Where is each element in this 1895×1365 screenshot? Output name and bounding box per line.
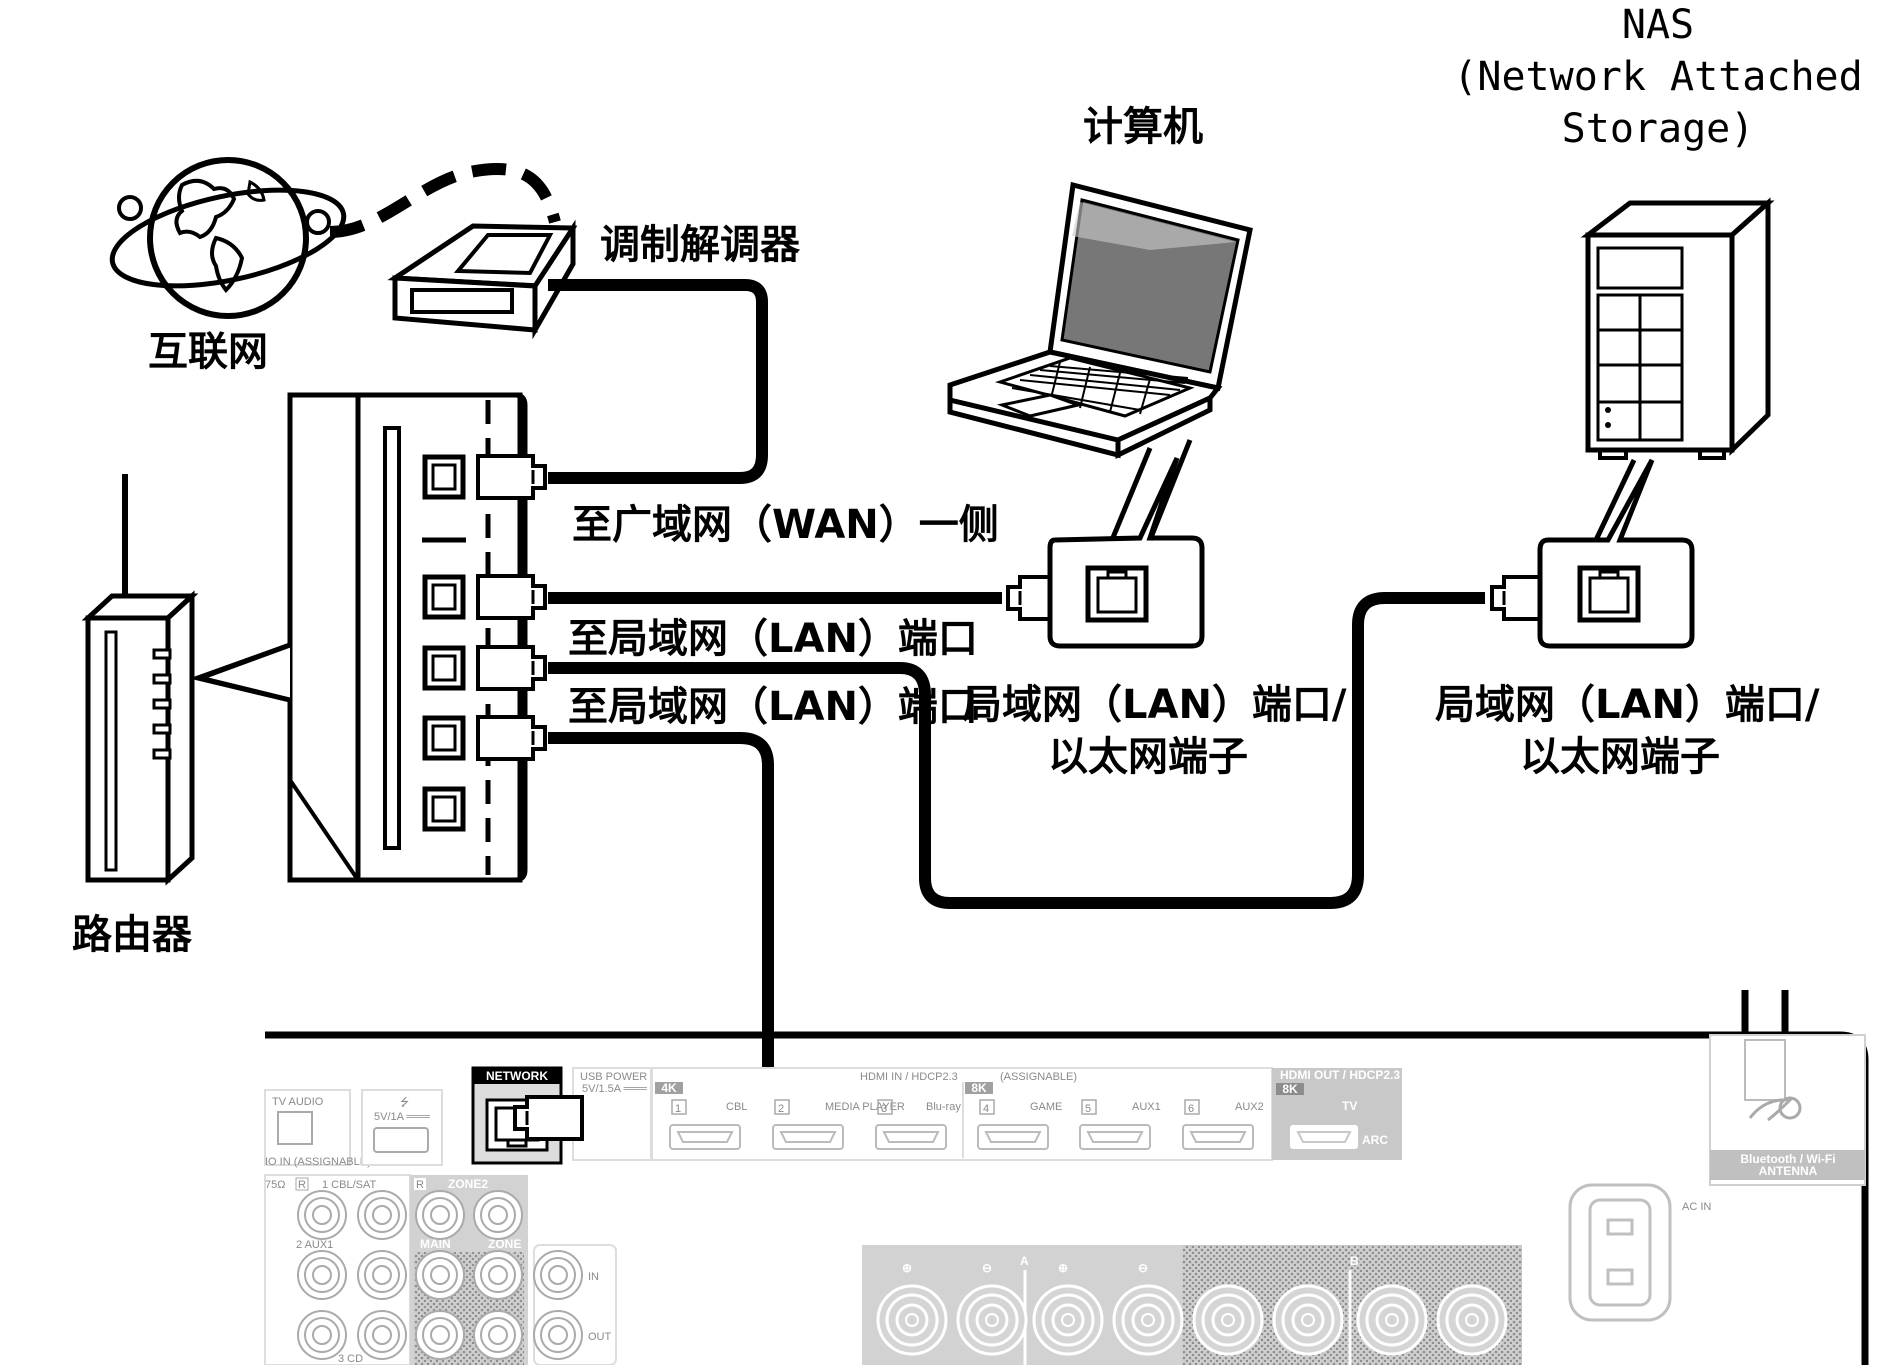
modem-icon <box>387 219 578 340</box>
modem-label: 调制解调器 <box>600 222 801 268</box>
svg-text:MEDIA PLAYER: MEDIA PLAYER <box>825 1101 905 1113</box>
pc-port-label-line2: 以太网端子 <box>1048 734 1248 780</box>
aux1-label: 2 AUX1 <box>296 1239 333 1251</box>
zone2-label: ZONE2 <box>448 1177 488 1191</box>
zone-label: ZONE <box>488 1237 521 1251</box>
hdmi-tv-label: TV <box>1342 1099 1357 1113</box>
router-lan-port-1 <box>422 574 466 620</box>
pc-port-label-line1: 局域网（LAN）端口/ <box>962 682 1347 728</box>
svg-text:1: 1 <box>675 1103 681 1115</box>
svg-text:Blu-ray: Blu-ray <box>926 1101 961 1113</box>
ohm-label: 75Ω <box>265 1179 285 1191</box>
router-label: 路由器 <box>72 912 193 958</box>
svg-text:AUX1: AUX1 <box>1132 1101 1161 1113</box>
nas-port-label-line1: 局域网（LAN）端口/ <box>1435 682 1820 728</box>
router-lan-plug-2 <box>476 645 547 691</box>
svg-text:AUX2: AUX2 <box>1235 1101 1264 1113</box>
antenna-label-line2: ANTENNA <box>1759 1164 1818 1178</box>
router-wan-plug <box>476 454 547 500</box>
badge-8k-out: 8K <box>1282 1082 1298 1096</box>
router-lan-port-4 <box>422 786 466 832</box>
nas-port-callout <box>1537 458 1695 649</box>
tv-audio-label: TV AUDIO <box>272 1096 324 1108</box>
speaker-b-label: B <box>1350 1254 1359 1268</box>
antenna-label-line1: Bluetooth / Wi-Fi <box>1740 1152 1835 1166</box>
optical-in-label: IO IN (ASSIGNABLE) <box>265 1156 371 1168</box>
usb-power-rating: 5V/1.5A ═══ <box>582 1083 647 1095</box>
ac-in-label: AC IN <box>1682 1201 1711 1213</box>
nas-label-line3: Storage) <box>1562 106 1755 152</box>
hdmi-assignable-label: (ASSIGNABLE) <box>1000 1071 1077 1083</box>
router-lan-port-3 <box>422 715 466 761</box>
internet-label: 互联网 <box>148 329 268 375</box>
cbl-sat-label: 1 CBL/SAT <box>322 1179 376 1191</box>
router-wan-port <box>422 454 466 500</box>
hdmi-input-1: 1 CBL <box>669 1099 747 1150</box>
internet-link-dashed <box>329 162 561 238</box>
lan-port-label-1: 至局域网（LAN）端口 <box>568 616 978 662</box>
wan-cable <box>548 279 768 484</box>
hdmi-input-4: 4 GAME <box>977 1099 1062 1150</box>
badge-4k: 4K <box>661 1081 677 1095</box>
nas-label-line2: (Network Attached <box>1453 54 1862 100</box>
avr-cable <box>548 732 774 1124</box>
svg-text:GAME: GAME <box>1030 1101 1062 1113</box>
router-port-callout <box>189 392 528 883</box>
internet-globe-icon <box>109 157 347 319</box>
router-lan-plug-1 <box>476 574 547 620</box>
lan-port-label-2: 至局域网（LAN）端口 <box>568 684 978 730</box>
pc-port-callout <box>1047 439 1205 649</box>
nas-cable <box>548 592 1485 909</box>
hdmi-arc-label: ARC <box>1362 1133 1388 1147</box>
nas-port-label-line2: 以太网端子 <box>1520 734 1720 780</box>
computer-label: 计算机 <box>1083 104 1203 150</box>
svg-text:⊕: ⊕ <box>1058 1261 1068 1275</box>
svg-text:⊖: ⊖ <box>982 1261 992 1275</box>
hdmi-input-6: 6 AUX2 <box>1182 1099 1264 1150</box>
wan-side-label: 至广域网（WAN）一侧 <box>572 502 999 548</box>
hdmi-out-label: HDMI OUT / HDCP2.3 <box>1280 1068 1400 1082</box>
out-label: OUT <box>588 1331 612 1343</box>
hdmi-input-3: 3 Blu-ray <box>875 1099 961 1150</box>
svg-text:4: 4 <box>983 1103 989 1115</box>
laptop-icon <box>947 181 1253 460</box>
analog-r-label: R <box>298 1179 306 1191</box>
hdmi-input-5: 5 AUX1 <box>1079 1099 1161 1150</box>
usb-rating: 5V/1A ═══ <box>374 1111 430 1123</box>
svg-text:⊖: ⊖ <box>1138 1261 1148 1275</box>
zone2-r-label: R <box>416 1179 424 1191</box>
nas-icon <box>1580 197 1775 460</box>
router-icon <box>81 474 199 886</box>
hdmi-input-2: 2 MEDIA PLAYER <box>772 1099 905 1150</box>
avr-rear-panel: Bluetooth / Wi-Fi ANTENNA AC IN TV AUDIO… <box>264 990 1869 1365</box>
hdmi-in-label: HDMI IN / HDCP2.3 <box>860 1071 958 1083</box>
router-lan-plug-3 <box>476 715 547 761</box>
badge-8k-in: 8K <box>971 1081 987 1095</box>
nas-label-line1: NAS <box>1622 2 1694 48</box>
svg-text:2: 2 <box>778 1103 784 1115</box>
svg-text:3: 3 <box>881 1103 887 1115</box>
in-label: IN <box>588 1271 599 1283</box>
svg-text:5: 5 <box>1085 1103 1091 1115</box>
svg-text:⊕: ⊕ <box>902 1261 912 1275</box>
speaker-a-label: A <box>1020 1254 1029 1268</box>
svg-text:CBL: CBL <box>726 1101 747 1113</box>
svg-text:6: 6 <box>1188 1103 1194 1115</box>
cd-label: 3 CD <box>338 1353 363 1365</box>
router-lan-port-2 <box>422 645 466 691</box>
main-label: MAIN <box>420 1237 451 1251</box>
avr-network-plug <box>513 1095 584 1141</box>
network-label: NETWORK <box>486 1069 548 1083</box>
usb-symbol-icon: ⭍ <box>400 1096 409 1109</box>
